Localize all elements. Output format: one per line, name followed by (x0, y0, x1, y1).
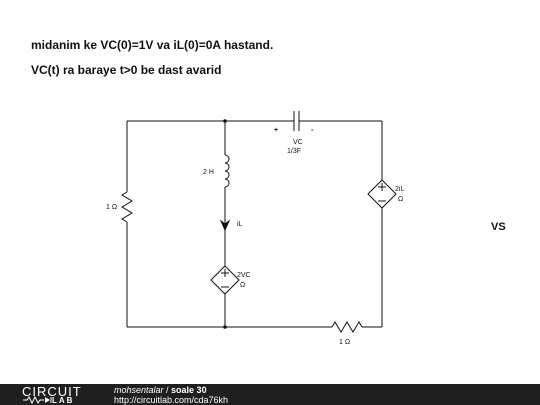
problem-statement-line1: midanim ke VC(0)=1V va iL(0)=0A hastand. (31, 38, 274, 52)
logo-text-bottom: LAB (52, 396, 75, 405)
circuit-url-link[interactable]: http://circuitlab.com/cda76kh (114, 395, 229, 405)
left-resistor-label: 1 Ω (106, 204, 117, 211)
junction-top (223, 119, 227, 123)
circuit-diagram: + - VC 1/3F 2 H iL 1 Ω 2VC Ω 2iL Ω 1 Ω V… (106, 111, 506, 346)
capacitor-minus-sign: - (311, 127, 314, 134)
logo-wave-icon (23, 395, 52, 405)
credit-separator: / (163, 385, 172, 395)
footer-bar: CIRCUIT LAB mohsentalar / soale 30 http:… (0, 384, 540, 405)
bottom-resistor (331, 321, 363, 333)
logo-text-top: CIRCUIT (22, 384, 82, 399)
credit-line: mohsentalar / soale 30 (114, 385, 207, 395)
middle-source-expr: 2VC (237, 272, 251, 279)
inductor-value-label: 2 H (203, 169, 214, 176)
left-resistor (121, 191, 133, 223)
right-source-unit: Ω (398, 196, 403, 203)
capacitor-name-label: VC (293, 139, 303, 146)
current-label: iL (237, 221, 243, 228)
circuitlab-logo[interactable]: CIRCUIT LAB (22, 384, 102, 405)
bottom-resistor-label: 1 Ω (339, 339, 350, 346)
problem-statement-line2: VC(t) ra baraye t>0 be dast avarid (31, 63, 222, 77)
current-arrow-icon (219, 219, 231, 232)
circuit-title: soale 30 (171, 385, 207, 395)
inductor (224, 154, 230, 188)
right-source-expr: 2iL (395, 186, 404, 193)
vs-label: VS (491, 221, 506, 233)
capacitor-value-label: 1/3F (287, 148, 301, 155)
capacitor-plus-sign: + (274, 127, 278, 134)
author-username[interactable]: mohsentalar (114, 385, 164, 395)
middle-source-unit: Ω (240, 282, 245, 289)
junction-bottom (223, 325, 227, 329)
